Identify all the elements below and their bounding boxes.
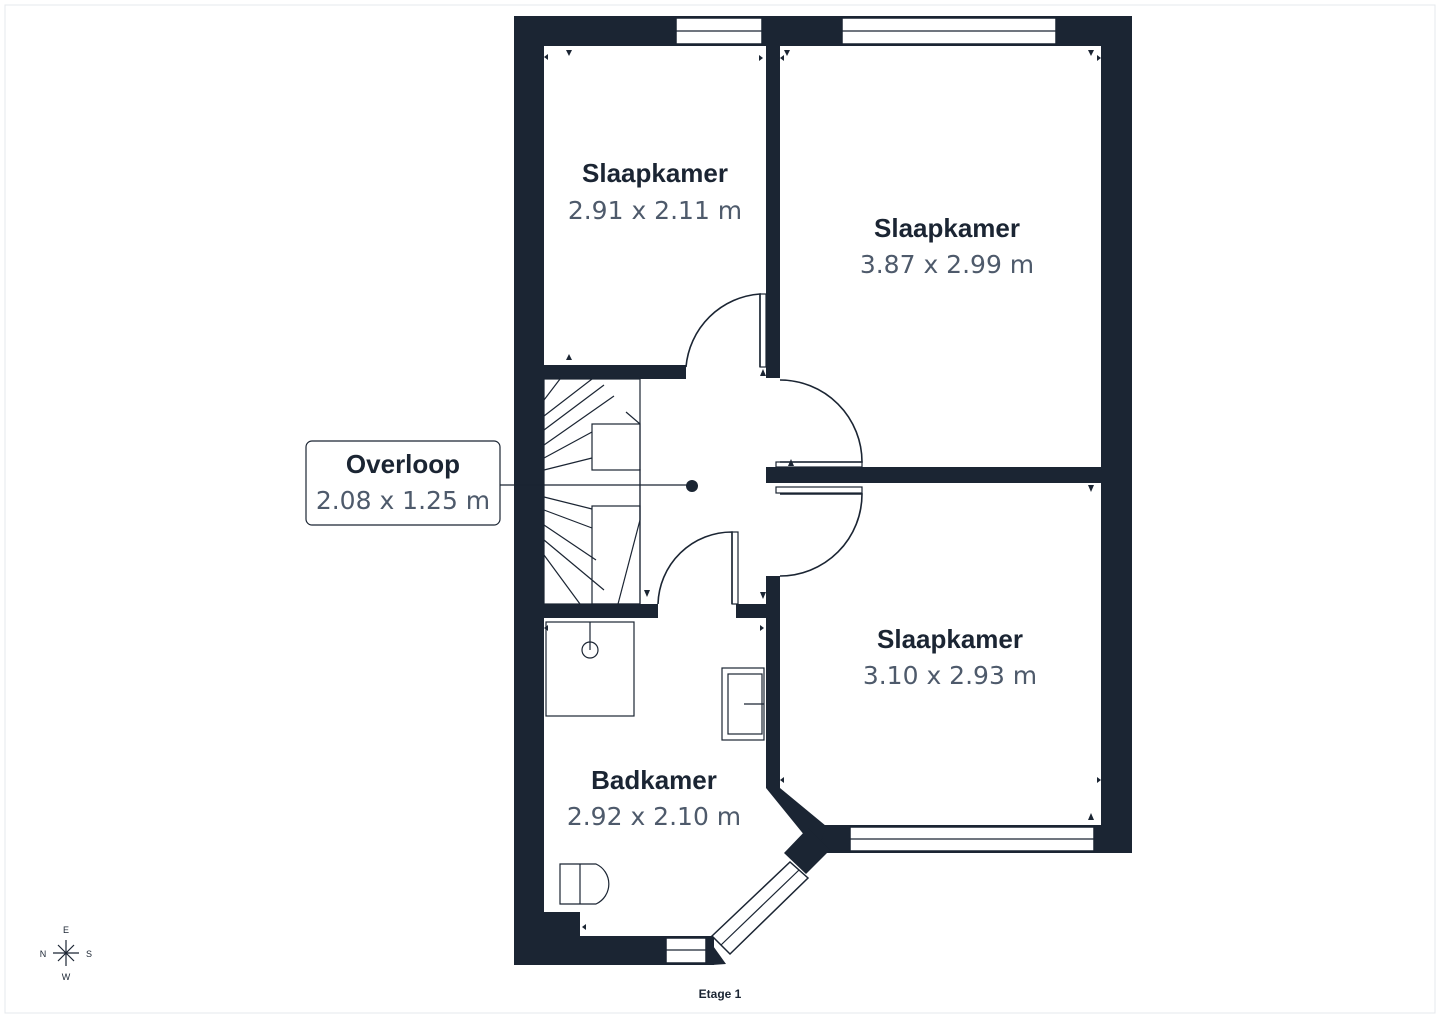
- room-dimensions: 3.10 x 2.93 m: [863, 661, 1037, 690]
- room-name: Overloop: [346, 449, 460, 479]
- room-name: Slaapkamer: [877, 624, 1023, 654]
- room-label-bedroom-1: Slaapkamer 2.91 x 2.11 m: [568, 158, 742, 225]
- door-bedroom-2: [779, 379, 863, 463]
- wall-diagonal-block: [784, 828, 830, 874]
- staircase: [543, 378, 698, 605]
- dimension-markers: [544, 50, 1101, 930]
- door-bedroom-3: [779, 493, 863, 577]
- door-bedroom-1: [685, 293, 761, 368]
- room-dimensions: 2.92 x 2.10 m: [567, 802, 741, 831]
- windows: [665, 17, 1095, 964]
- compass-east: E: [63, 925, 69, 935]
- door-bathroom: [657, 531, 733, 605]
- room-label-bedroom-2: Slaapkamer 3.87 x 2.99 m: [860, 213, 1034, 279]
- room-dimensions: 2.91 x 2.11 m: [568, 196, 742, 225]
- compass-south: S: [86, 949, 92, 959]
- wall-right: [1101, 16, 1132, 853]
- wall-landing-bath-left: [544, 604, 658, 618]
- doors: [657, 293, 863, 605]
- compass-north: N: [40, 949, 47, 959]
- wall-bath-corner: [544, 912, 580, 936]
- room-dimensions: 2.08 x 1.25 m: [316, 486, 490, 515]
- page-frame: [4, 4, 1436, 1014]
- room-name: Badkamer: [591, 765, 717, 795]
- floor-label: Etage 1: [699, 987, 742, 1001]
- compass-icon: E N S W: [40, 925, 92, 982]
- wall-left: [514, 16, 544, 965]
- landing-label-box: [305, 440, 501, 526]
- room-label-bathroom: Badkamer 2.92 x 2.10 m: [567, 765, 741, 831]
- stair-marker: [686, 480, 698, 492]
- compass-west: W: [62, 972, 71, 982]
- wall-center-bottom: [766, 576, 780, 788]
- wall-landing-bath-right: [736, 604, 780, 618]
- toilet: [559, 863, 610, 905]
- room-label-bedroom-3: Slaapkamer 3.10 x 2.93 m: [863, 624, 1037, 690]
- wall-center-top: [766, 16, 780, 378]
- bathroom-fixtures: [545, 621, 765, 905]
- wall-bed1-landing: [544, 365, 686, 379]
- room-name: Slaapkamer: [874, 213, 1020, 243]
- room-name: Slaapkamer: [582, 158, 728, 188]
- wall-bed2-bed3: [766, 467, 1132, 483]
- room-label-landing: Overloop 2.08 x 1.25 m: [305, 440, 544, 526]
- room-dimensions: 3.87 x 2.99 m: [860, 250, 1034, 279]
